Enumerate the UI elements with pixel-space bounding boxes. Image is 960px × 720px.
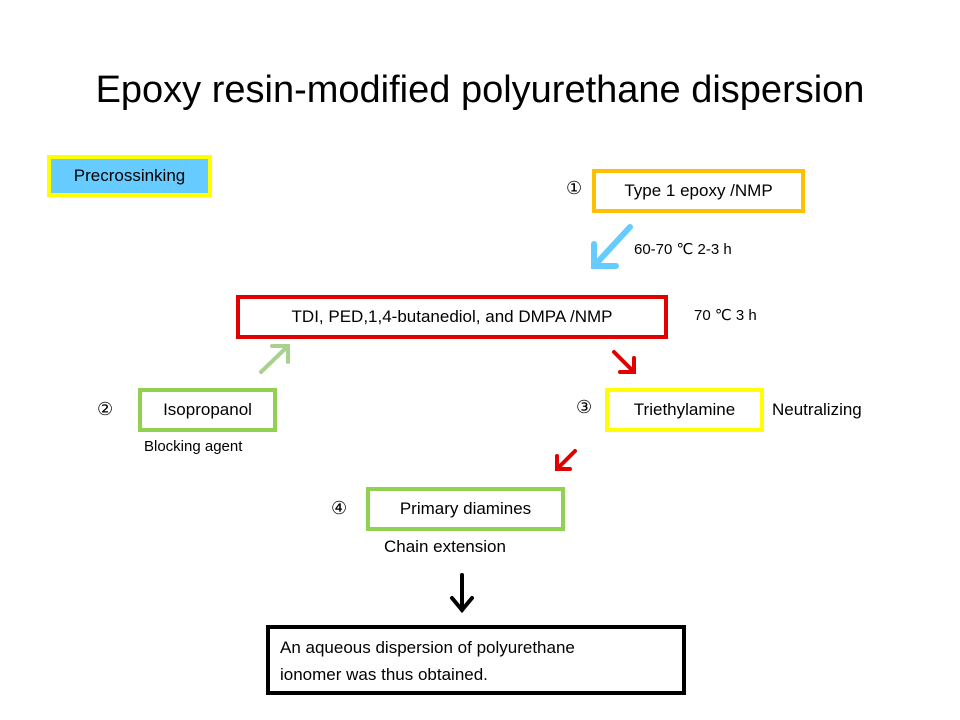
precrossinking-text: Precrossinking — [73, 166, 186, 185]
step-number-four: ④ — [331, 498, 348, 519]
precrossinking-label: Precrossinking — [47, 155, 212, 197]
arrow-triethylamine-to-diamines — [555, 449, 577, 471]
reactants-box: TDI, PED,1,4-butanediol, and DMPA /NMP — [236, 295, 668, 339]
result-box: An aqueous dispersion of polyurethane io… — [266, 625, 686, 695]
blocking-agent-note: Blocking agent — [144, 438, 243, 455]
isopropanol-box: Isopropanol — [138, 388, 277, 432]
type1-epoxy-label: Type 1 epoxy /NMP — [624, 181, 773, 200]
primary-diamines-box: Primary diamines — [366, 487, 565, 531]
step-number-three: ③ — [576, 397, 593, 418]
type1-epoxy-box: Type 1 epoxy /NMP — [592, 169, 805, 213]
step-one-condition: 60-70 ℃ 2-3 h — [634, 241, 732, 258]
triethylamine-label: Triethylamine — [633, 400, 736, 419]
step-number-one: ① — [566, 178, 583, 199]
primary-diamines-label: Primary diamines — [399, 499, 532, 518]
neutralizing-note: Neutralizing — [772, 400, 862, 419]
result-line-1: An aqueous dispersion of polyurethane — [280, 638, 575, 657]
arrow-center-to-triethylamine — [612, 350, 636, 374]
result-line-2: ionomer was thus obtained. — [280, 665, 488, 684]
arrow-epoxy-to-center — [591, 224, 633, 269]
triethylamine-box: Triethylamine — [605, 388, 764, 432]
arrow-isopropanol-to-center — [259, 344, 290, 374]
reactants-label: TDI, PED,1,4-butanediol, and DMPA /NMP — [291, 307, 613, 326]
isopropanol-label: Isopropanol — [163, 400, 252, 419]
step-number-two: ② — [97, 399, 114, 420]
arrow-diamines-to-result — [450, 573, 474, 614]
chain-extension-note: Chain extension — [384, 537, 506, 556]
page-title: Epoxy resin-modified polyurethane disper… — [95, 69, 865, 111]
center-condition: 70 ℃ 3 h — [694, 307, 757, 324]
